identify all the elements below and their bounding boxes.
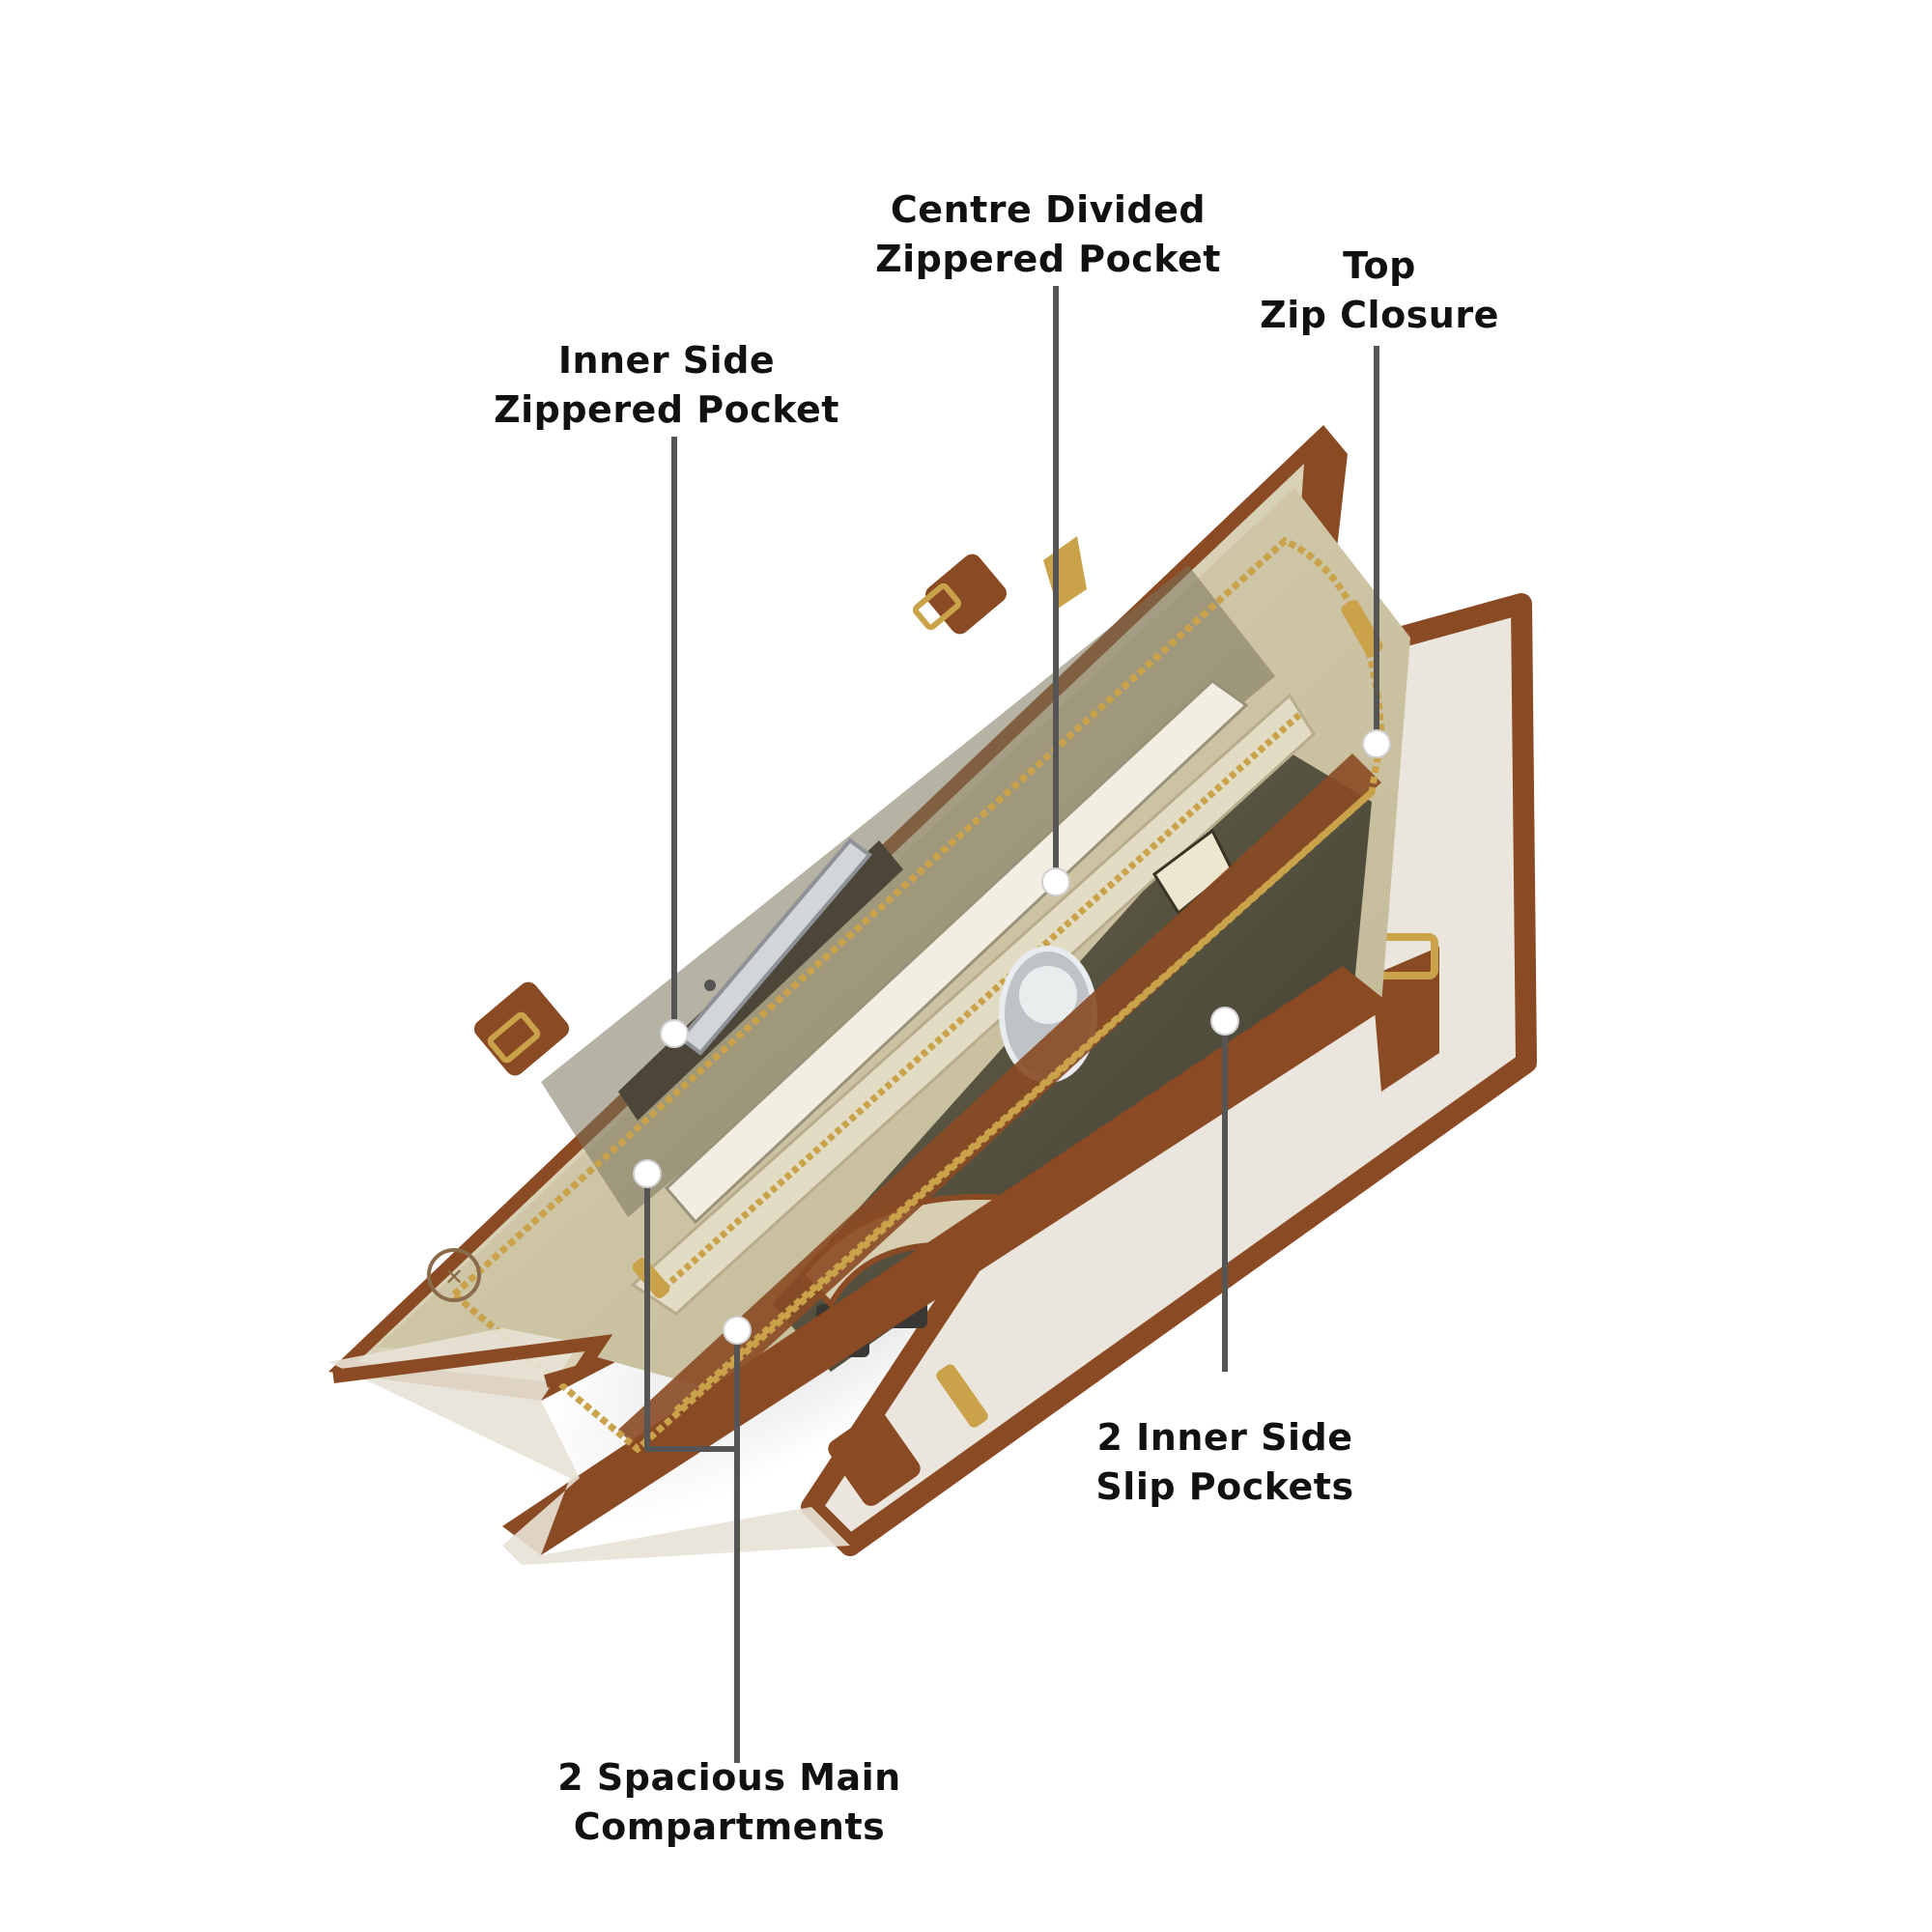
callout-line: Zippered Pocket [494,388,839,431]
callout-line: Inner Side [557,339,776,382]
leader-main-compartments-branch [644,1174,737,1452]
marker-dot [660,1019,689,1048]
callout-line: Centre Divided [890,188,1207,231]
marker-dot [1210,1007,1239,1036]
svg-text:✕: ✕ [444,1264,464,1291]
callout-top-zip: Top Zip Closure [1260,242,1499,340]
marker-dot [1041,867,1070,896]
left-side-panel: ✕ [328,1248,850,1565]
marker-dot [1362,729,1391,758]
callout-line: 2 Inner Side [1096,1416,1353,1459]
callout-line: Top [1343,244,1416,287]
callout-line: Zip Closure [1260,294,1499,336]
marker-dot [723,1316,752,1345]
marker-dot [633,1159,662,1188]
callout-centre-divided: Centre Divided Zippered Pocket [875,185,1221,284]
callout-line: 2 Spacious Main [557,1756,901,1799]
marker-dots [633,729,1391,1345]
callout-inner-side-slip: 2 Inner Side Slip Pockets [1095,1413,1353,1512]
strap-tabs [473,536,1087,1506]
callout-line: Slip Pockets [1095,1465,1354,1508]
callout-line: Compartments [573,1805,886,1848]
leader-lines [644,286,1379,1763]
inner-side-zippered-pocket [618,838,903,1121]
callout-inner-side-zippered: Inner Side Zippered Pocket [494,336,839,435]
front-rim [448,536,1391,1555]
callout-line: Zippered Pocket [875,238,1221,280]
centre-divider-pocket [630,693,1316,1316]
callout-main-compartments: 2 Spacious Main Compartments [557,1753,900,1852]
